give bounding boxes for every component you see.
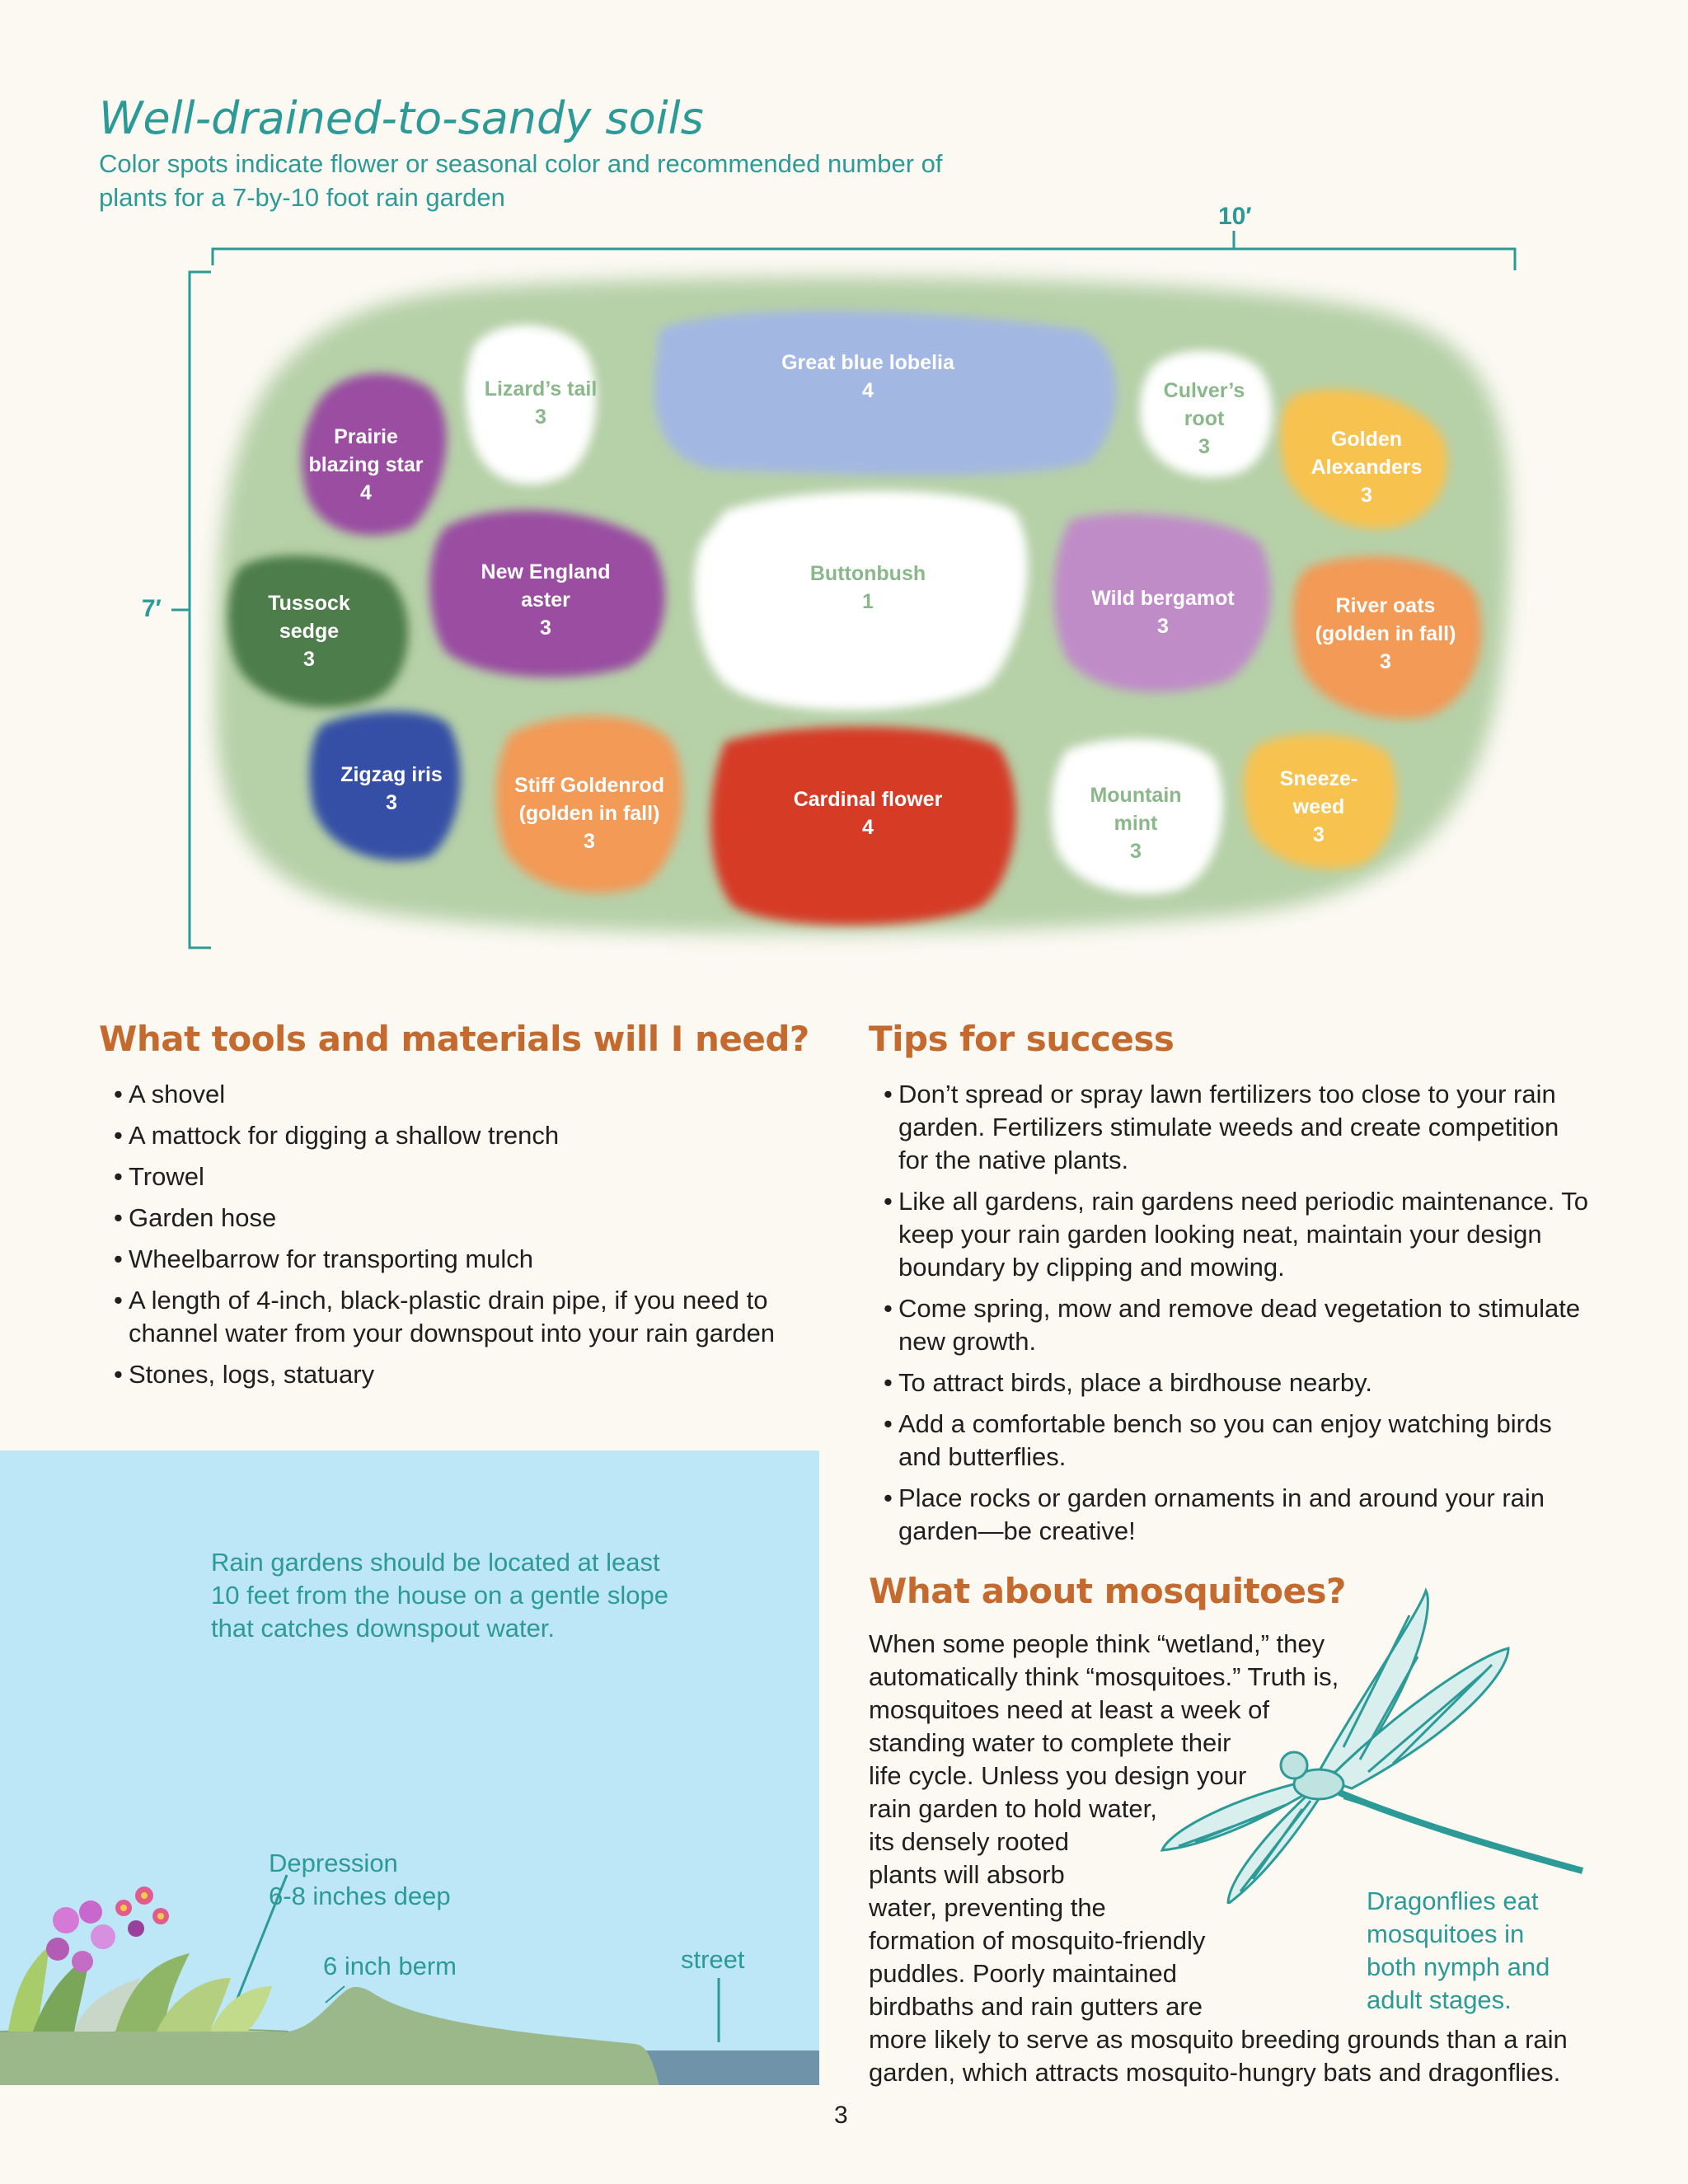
page-subtitle: Color spots indicate flower or seasonal … bbox=[99, 149, 943, 212]
spot-wild-bergamot bbox=[1053, 513, 1271, 692]
spot-tussock-sedge bbox=[227, 555, 409, 708]
spot-lizards-tail bbox=[465, 325, 597, 485]
location-note: Rain gardens should be located at least … bbox=[211, 1548, 668, 1643]
tips-list-item: Place rocks or garden ornaments in and a… bbox=[884, 1482, 1592, 1548]
page-number: 3 bbox=[834, 2102, 848, 2129]
spot-stiff-goldenrod bbox=[495, 715, 683, 893]
mosquitoes-body: When some people think “wetland,” they a… bbox=[869, 1629, 1568, 2087]
street-label: street bbox=[681, 1945, 745, 1974]
spot-cardinal-flower bbox=[710, 726, 1016, 926]
width-dimension-label: 10′ bbox=[1218, 203, 1252, 230]
tools-list-item: Garden hose bbox=[114, 1202, 823, 1235]
plant-spots bbox=[227, 311, 1482, 926]
tools-list-item: Stones, logs, statuary bbox=[114, 1358, 823, 1391]
depression-label: Depression 6-8 inches deep bbox=[269, 1849, 451, 1910]
height-dimension-label: 7′ bbox=[142, 595, 162, 622]
plant-label-stiff-goldenrod: Stiff Goldenrod(golden in fall)3 bbox=[514, 774, 664, 853]
spot-prairie-blazing-star bbox=[302, 373, 447, 536]
spot-river-oats bbox=[1292, 556, 1482, 719]
spot-culvers-root bbox=[1140, 350, 1273, 477]
tips-list-item: To attract birds, place a birdhouse near… bbox=[884, 1366, 1592, 1399]
spot-golden-alexanders bbox=[1280, 389, 1448, 529]
dragonfly-caption: Dragonflies eat mosquitoes in both nymph… bbox=[1367, 1886, 1550, 2014]
rain-garden-diagram bbox=[171, 231, 1517, 949]
berm-label: 6 inch berm bbox=[323, 1952, 457, 1980]
tips-list-item: Add a comfortable bench so you can enjoy… bbox=[884, 1408, 1592, 1474]
dragonfly-icon bbox=[1160, 1587, 1584, 1904]
spot-buttonbush bbox=[694, 490, 1028, 710]
tools-heading: What tools and materials will I need? bbox=[99, 1019, 809, 1059]
tools-list-item: A mattock for digging a shallow trench bbox=[114, 1119, 823, 1152]
tips-list-item: Like all gardens, rain gardens need peri… bbox=[884, 1185, 1592, 1284]
garden-plants-illustration bbox=[8, 1886, 272, 2032]
tools-list-item: A length of 4-inch, black-plastic drain … bbox=[114, 1284, 823, 1350]
tips-heading: Tips for success bbox=[869, 1019, 1175, 1059]
tools-list-item: A shovel bbox=[114, 1078, 823, 1111]
terrain-illustration bbox=[0, 1874, 819, 2085]
height-dimension-line bbox=[171, 270, 211, 949]
plant-label-river-oats: River oats(golden in fall)3 bbox=[1315, 594, 1456, 673]
page-title: Well-drained-to-sandy soils bbox=[99, 92, 704, 144]
width-dimension-line bbox=[211, 231, 1517, 270]
spot-great-blue-lobelia bbox=[654, 311, 1117, 476]
mosquitoes-heading: What about mosquitoes? bbox=[869, 1571, 1346, 1611]
spot-mountain-mint bbox=[1051, 738, 1223, 894]
spot-sneezeweed bbox=[1243, 734, 1397, 869]
tools-list-item: Trowel bbox=[114, 1160, 823, 1193]
tips-list-item: Come spring, mow and remove dead vegetat… bbox=[884, 1292, 1592, 1358]
tips-list: Don’t spread or spray lawn fertilizers t… bbox=[884, 1078, 1592, 1556]
spot-new-england-aster bbox=[429, 509, 665, 677]
tips-list-item: Don’t spread or spray lawn fertilizers t… bbox=[884, 1078, 1592, 1177]
spot-zigzag-iris bbox=[309, 711, 461, 861]
tools-list: A shovel A mattock for digging a shallow… bbox=[114, 1078, 823, 1399]
tools-list-item: Wheelbarrow for transporting mulch bbox=[114, 1243, 823, 1276]
